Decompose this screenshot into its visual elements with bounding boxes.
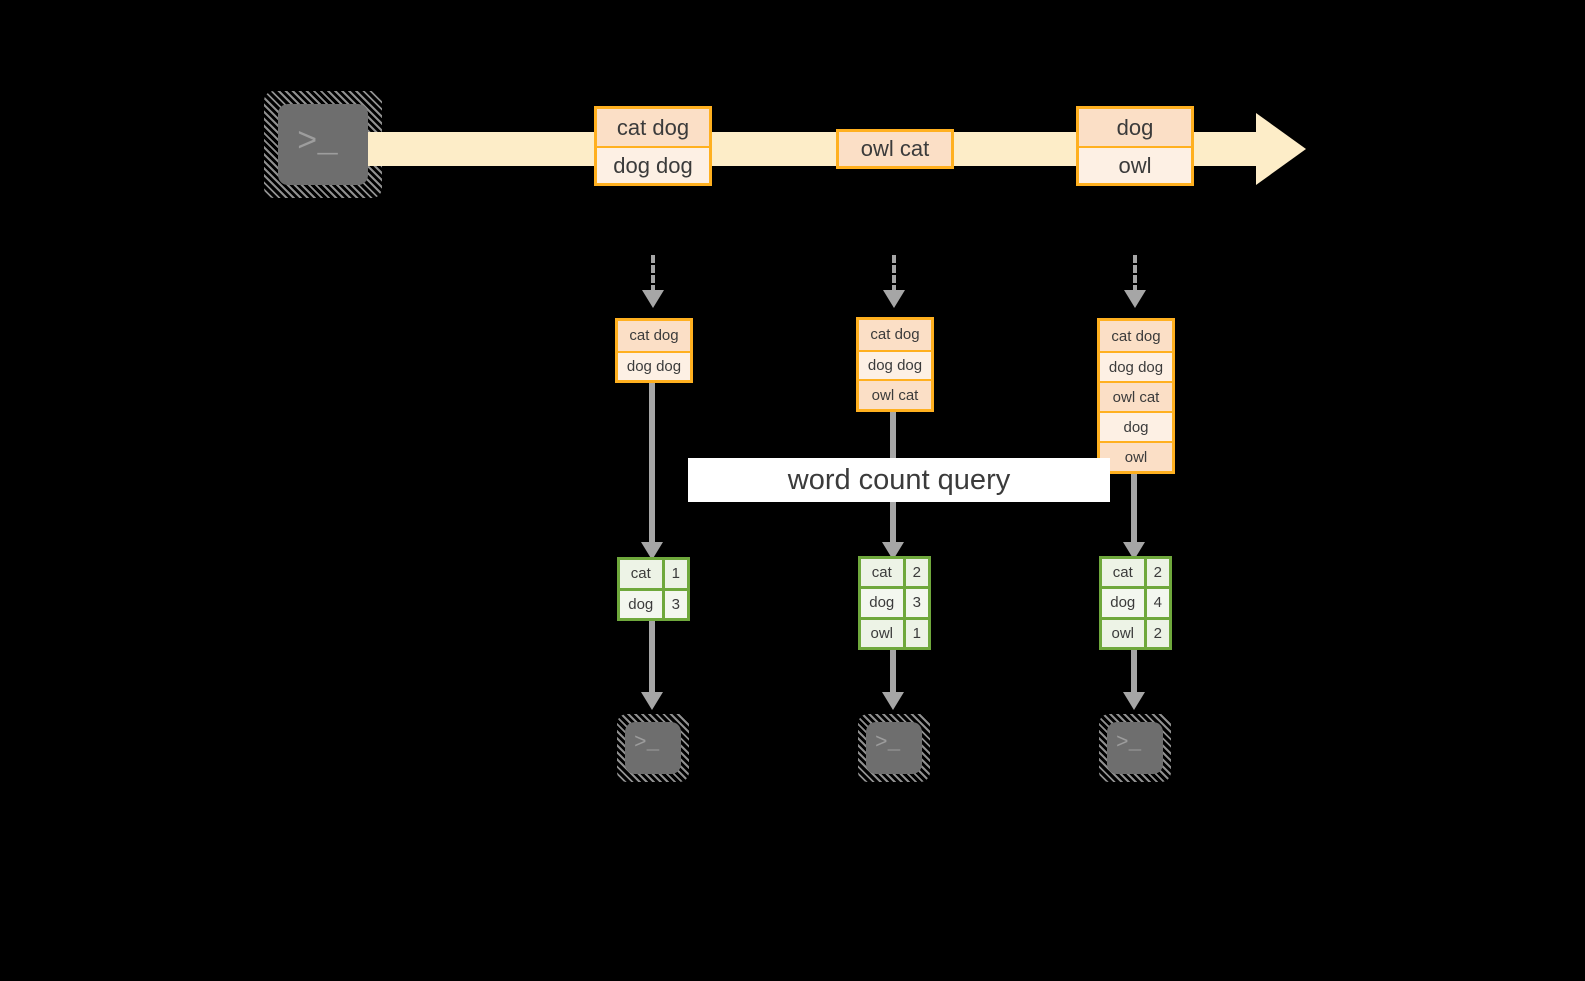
stream-to-table-dashed-line bbox=[1133, 255, 1137, 293]
t2-sink-connector-arrowhead bbox=[882, 692, 904, 710]
stream-record-line: owl bbox=[1079, 146, 1191, 183]
result-word-cell: cat bbox=[620, 560, 662, 588]
terminal-prompt-glyph: >_ bbox=[634, 732, 660, 755]
stream-to-table-dashed-line bbox=[651, 255, 655, 293]
result-word-cell: dog bbox=[861, 589, 903, 617]
result-word-cell: dog bbox=[1102, 589, 1144, 617]
terminal-prompt-glyph: >_ bbox=[1116, 732, 1142, 755]
result-count-cell: 2 bbox=[1143, 559, 1169, 587]
table-row: cat dog bbox=[618, 321, 690, 351]
stream-record-line: dog bbox=[1079, 109, 1191, 146]
stream-arrow-head bbox=[1256, 113, 1306, 185]
result-word-cell: dog bbox=[620, 590, 662, 618]
table-row: cat 2 bbox=[861, 559, 928, 587]
stream-to-table-arrowhead bbox=[883, 290, 905, 308]
table-row: cat dog bbox=[859, 320, 931, 350]
word-count-query-banner: word count query bbox=[688, 458, 1110, 502]
table-row: dog dog bbox=[618, 350, 690, 380]
sink-terminal-icon-t1: >_ bbox=[617, 714, 689, 782]
t1-sink-connector-arrowhead bbox=[641, 692, 663, 710]
table-row: cat 2 bbox=[1102, 559, 1169, 587]
unbounded-table-t3: cat dog dog dog owl cat dog owl bbox=[1097, 318, 1175, 474]
terminal-face bbox=[1107, 722, 1163, 774]
table-row: dog bbox=[1100, 411, 1172, 441]
sink-terminal-icon-t2: >_ bbox=[858, 714, 930, 782]
table-row: owl bbox=[1100, 441, 1172, 471]
terminal-prompt-glyph: >_ bbox=[875, 732, 901, 755]
terminal-face bbox=[625, 722, 681, 774]
t2-sink-connector-line bbox=[890, 650, 896, 699]
stream-to-table-dashed-line bbox=[892, 255, 896, 293]
unbounded-table-t2: cat dog dog dog owl cat bbox=[856, 317, 934, 412]
sink-terminal-icon-t3: >_ bbox=[1099, 714, 1171, 782]
result-count-cell: 3 bbox=[902, 589, 928, 617]
table-row: owl cat bbox=[859, 379, 931, 409]
table-row: cat dog bbox=[1100, 321, 1172, 351]
result-count-cell: 1 bbox=[902, 619, 928, 647]
t1-query-connector-line bbox=[649, 383, 655, 549]
stream-to-table-arrowhead bbox=[1124, 290, 1146, 308]
table-row: dog 4 bbox=[1102, 586, 1169, 617]
result-count-cell: 3 bbox=[661, 590, 687, 618]
table-row: owl 2 bbox=[1102, 616, 1169, 647]
stream-record-line: owl cat bbox=[839, 132, 951, 166]
result-table-t3: cat 2 dog 4 owl 2 bbox=[1099, 556, 1172, 650]
result-table-t2: cat 2 dog 3 owl 1 bbox=[858, 556, 931, 650]
stream-record-line: cat dog bbox=[597, 109, 709, 146]
stream-record-line: dog dog bbox=[597, 146, 709, 183]
result-word-cell: cat bbox=[861, 559, 903, 587]
terminal-face bbox=[278, 104, 368, 185]
result-count-cell: 1 bbox=[661, 560, 687, 588]
result-count-cell: 2 bbox=[902, 559, 928, 587]
t3-sink-connector-arrowhead bbox=[1123, 692, 1145, 710]
table-row: dog dog bbox=[1100, 351, 1172, 381]
table-row: dog 3 bbox=[861, 586, 928, 617]
unbounded-table-t1: cat dog dog dog bbox=[615, 318, 693, 383]
t2-query-connector-arrowhead bbox=[882, 542, 904, 560]
stream-to-table-arrowhead bbox=[642, 290, 664, 308]
result-word-cell: cat bbox=[1102, 559, 1144, 587]
table-row: dog 3 bbox=[620, 587, 687, 618]
t3-sink-connector-line bbox=[1131, 650, 1137, 699]
result-word-cell: owl bbox=[861, 619, 903, 647]
terminal-prompt-glyph: >_ bbox=[297, 124, 338, 162]
stream-record-batch-1: cat dog dog dog bbox=[594, 106, 712, 186]
table-row: owl 1 bbox=[861, 616, 928, 647]
result-count-cell: 4 bbox=[1143, 589, 1169, 617]
t3-query-connector-arrowhead bbox=[1123, 542, 1145, 560]
source-terminal-icon: >_ bbox=[264, 91, 382, 198]
stream-record-batch-2: owl cat bbox=[836, 129, 954, 169]
result-count-cell: 2 bbox=[1143, 619, 1169, 647]
t3-query-connector-line bbox=[1131, 474, 1137, 549]
result-word-cell: owl bbox=[1102, 619, 1144, 647]
t1-sink-connector-line bbox=[649, 621, 655, 699]
t1-query-connector-arrowhead bbox=[641, 542, 663, 560]
stream-record-batch-3: dog owl bbox=[1076, 106, 1194, 186]
table-row: owl cat bbox=[1100, 381, 1172, 411]
table-row: dog dog bbox=[859, 349, 931, 380]
terminal-face bbox=[866, 722, 922, 774]
table-row: cat 1 bbox=[620, 560, 687, 588]
result-table-t1: cat 1 dog 3 bbox=[617, 557, 690, 621]
